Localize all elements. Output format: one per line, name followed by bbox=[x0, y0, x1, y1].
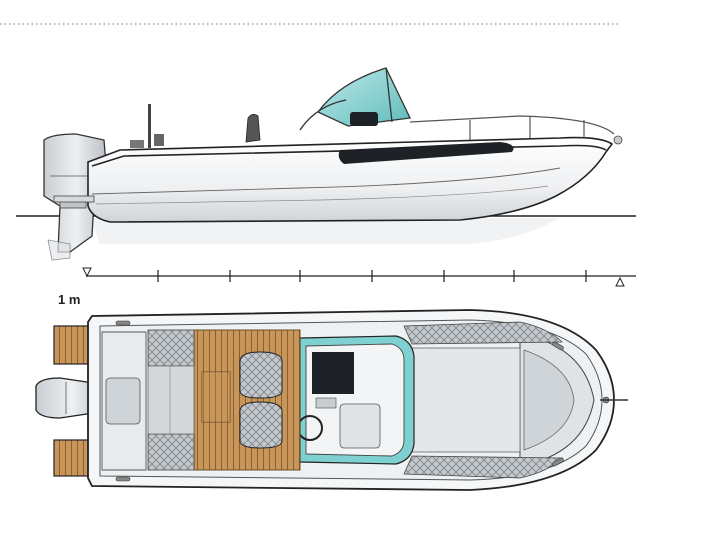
hull-window bbox=[338, 142, 514, 164]
swim-platform-port bbox=[53, 325, 91, 365]
swim-platform-starboard bbox=[53, 439, 91, 477]
scale-start-marker bbox=[82, 267, 92, 278]
hull-side bbox=[87, 136, 614, 223]
side-profile-view bbox=[16, 67, 636, 287]
bow-rail-side bbox=[409, 115, 615, 140]
seat-back-side bbox=[245, 114, 261, 143]
windshield-side bbox=[299, 67, 411, 131]
helm-seat-port bbox=[239, 351, 283, 399]
scale-end-marker bbox=[615, 276, 625, 287]
scale-label: 1 m bbox=[58, 292, 81, 307]
helm-console bbox=[297, 335, 415, 465]
bow-cushion-port bbox=[403, 321, 563, 345]
aft-bench-port bbox=[147, 329, 195, 367]
helm-seat-starboard bbox=[239, 401, 283, 449]
hull-reflection bbox=[90, 218, 560, 244]
scale-ruler bbox=[86, 270, 636, 282]
antenna-pole bbox=[148, 104, 151, 148]
aft-bench-starboard bbox=[147, 433, 195, 471]
plan-view bbox=[35, 309, 628, 491]
